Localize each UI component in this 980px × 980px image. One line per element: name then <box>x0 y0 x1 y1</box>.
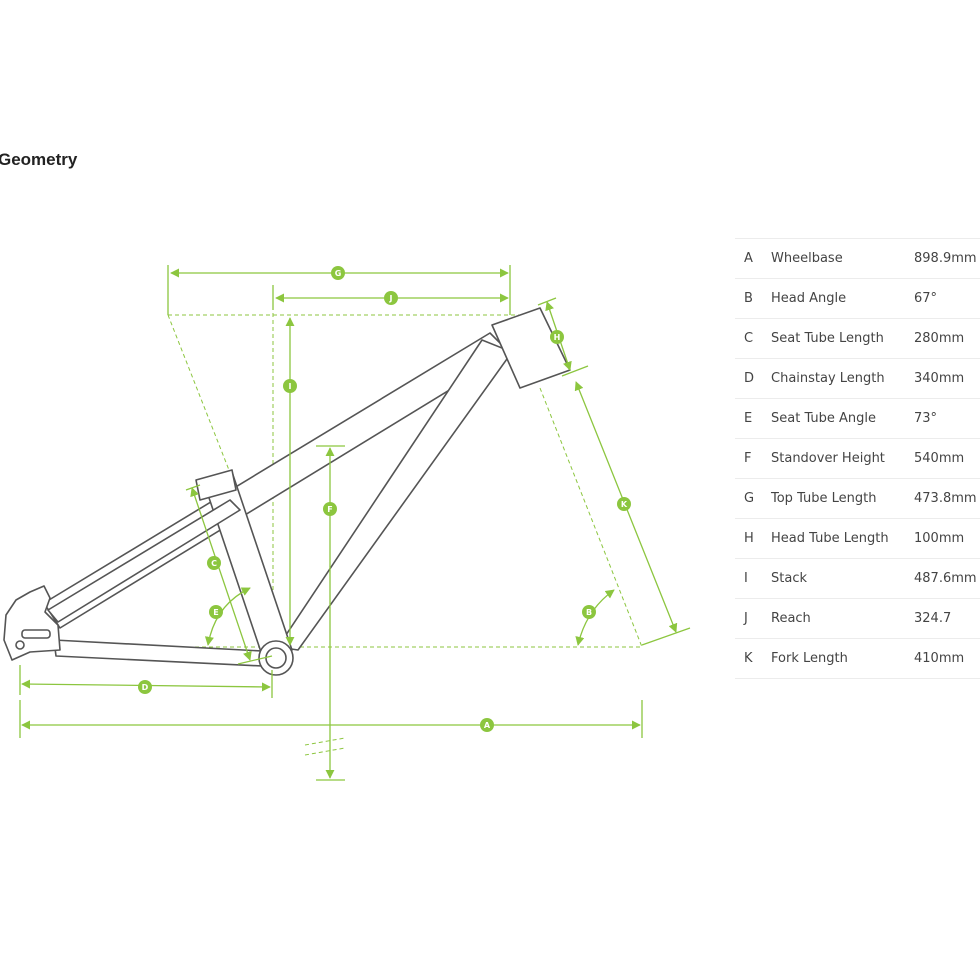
callout-c: C <box>207 556 221 570</box>
dimension-lines <box>19 265 691 781</box>
geometry-key: B <box>735 278 771 319</box>
geometry-value: 487.6mm <box>914 558 980 599</box>
geometry-key: H <box>735 518 771 559</box>
callout-g: G <box>331 266 345 280</box>
geometry-label: Seat Tube Angle <box>771 398 914 439</box>
geometry-value: 340mm <box>914 358 980 399</box>
geometry-key: K <box>735 638 771 679</box>
geometry-label: Wheelbase <box>771 238 914 279</box>
geometry-key: E <box>735 398 771 439</box>
callout-k: K <box>617 497 631 511</box>
geometry-value: 73° <box>914 398 980 439</box>
callout-b: B <box>582 605 596 619</box>
geometry-key: I <box>735 558 771 599</box>
bike-frame <box>3 307 571 676</box>
callout-d-label: D <box>142 683 149 692</box>
geometry-label: Stack <box>771 558 914 599</box>
geometry-key: G <box>735 478 771 519</box>
callout-e-label: E <box>213 608 218 617</box>
geometry-key: D <box>735 358 771 399</box>
callout-f: F <box>323 502 337 516</box>
frame-geometry-diagram: G J I F C E D A K H B <box>3 265 691 781</box>
geometry-value: 324.7 <box>914 598 980 639</box>
geometry-value: 410mm <box>914 638 980 679</box>
geometry-key: J <box>735 598 771 639</box>
geometry-key: A <box>735 238 771 279</box>
geometry-value: 473.8mm <box>914 478 980 519</box>
geometry-value: 280mm <box>914 318 980 359</box>
callout-k-label: K <box>621 500 628 509</box>
callout-b-label: B <box>586 608 592 617</box>
callout-d: D <box>138 680 152 694</box>
geometry-value: 100mm <box>914 518 980 559</box>
callout-c-label: C <box>211 559 217 568</box>
callout-i-label: I <box>289 382 292 391</box>
geometry-value: 898.9mm <box>914 238 980 279</box>
geometry-key: C <box>735 318 771 359</box>
dimension-b <box>575 589 615 646</box>
geometry-label: Head Tube Length <box>771 518 914 559</box>
callout-j: J <box>384 291 398 305</box>
page-title: Geometry <box>0 150 78 169</box>
geometry-label: Chainstay Length <box>771 358 914 399</box>
geometry-key: F <box>735 438 771 479</box>
geometry-label: Standover Height <box>771 438 914 479</box>
geometry-label: Seat Tube Length <box>771 318 914 359</box>
geometry-label: Reach <box>771 598 914 639</box>
geometry-label: Fork Length <box>771 638 914 679</box>
geometry-value: 67° <box>914 278 980 319</box>
geometry-value: 540mm <box>914 438 980 479</box>
callout-j-label: J <box>389 294 393 303</box>
callout-h: H <box>550 330 564 344</box>
geometry-label: Top Tube Length <box>771 478 914 519</box>
callout-h-label: H <box>554 333 561 342</box>
geometry-label: Head Angle <box>771 278 914 319</box>
callout-a: A <box>480 718 494 732</box>
callout-g-label: G <box>335 269 342 278</box>
callout-a-label: A <box>484 721 491 730</box>
callout-i: I <box>283 379 297 393</box>
callout-e: E <box>209 605 223 619</box>
callout-f-label: F <box>327 505 332 514</box>
